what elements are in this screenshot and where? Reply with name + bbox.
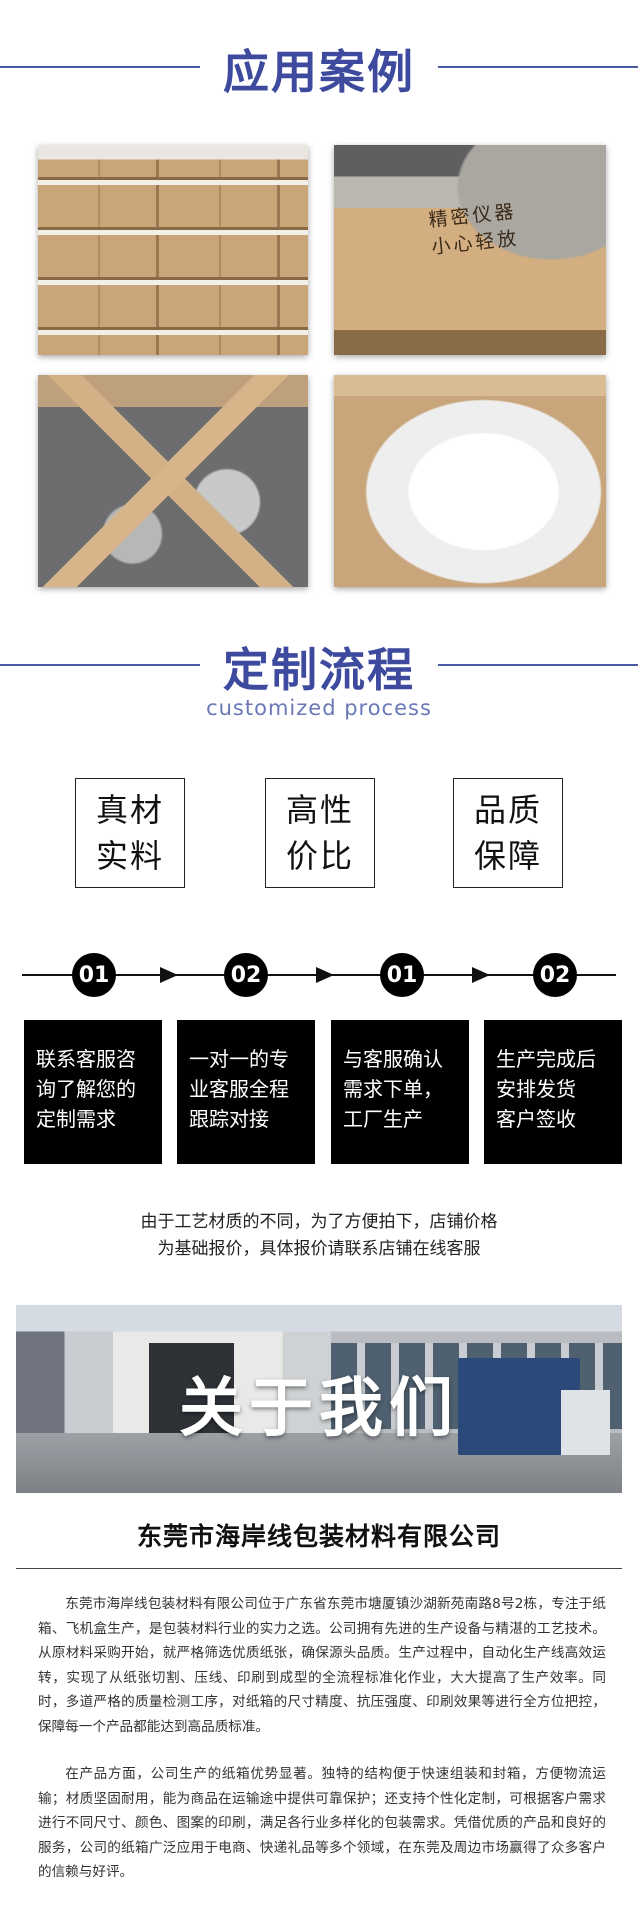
feature-line: 实料 bbox=[95, 837, 164, 875]
step-text-line: 需求下单， bbox=[343, 1077, 443, 1101]
about-banner-photo: 关于我们 bbox=[16, 1305, 622, 1493]
feature-line: 品质 bbox=[473, 791, 542, 829]
case-photo-precision-instrument-box: 精密仪器 小心轻放 bbox=[334, 145, 606, 355]
step-text-line: 工厂生产 bbox=[343, 1107, 423, 1131]
step-text-line: 一对一的专 bbox=[189, 1047, 289, 1071]
arrow-right-icon bbox=[160, 967, 178, 983]
company-name: 东莞市海岸线包装材料有限公司 bbox=[136, 1522, 501, 1551]
cases-heading-line-left bbox=[0, 66, 200, 68]
company-intro-paragraph-2: 在产品方面，公司生产的纸箱优势显著。独特的结构便于快速组装和封箱，方便物流运输；… bbox=[38, 1766, 606, 1880]
about-title: 关于我们 bbox=[179, 1372, 459, 1446]
process-title: 定制流程 bbox=[223, 643, 415, 697]
process-heading-line-right bbox=[438, 664, 638, 666]
feature-line: 真材 bbox=[95, 791, 164, 829]
step-box-delivery: 生产完成后 安排发货 客户签收 bbox=[484, 1020, 622, 1164]
truck-cargo bbox=[458, 1357, 580, 1456]
case-photo-foam-lined-box bbox=[334, 375, 606, 587]
truck-cab bbox=[561, 1389, 610, 1456]
step-text-line: 安排发货 bbox=[496, 1077, 576, 1101]
arrow-right-icon bbox=[472, 967, 490, 983]
step-box-contact-service: 联系客服咨 询了解您的 定制需求 bbox=[24, 1020, 162, 1164]
step-box-one-on-one: 一对一的专 业客服全程 跟踪对接 bbox=[177, 1020, 315, 1164]
company-intro-paragraph-1: 东莞市海岸线包装材料有限公司位于广东省东莞市塘厦镇沙湖新苑南路8号2栋，专注于纸… bbox=[38, 1596, 606, 1735]
step-text-line: 跟踪对接 bbox=[189, 1107, 269, 1131]
step-text-line: 与客服确认 bbox=[343, 1047, 443, 1071]
feature-line: 价比 bbox=[285, 837, 354, 875]
feature-quality-assurance: 品质 保障 bbox=[453, 778, 563, 888]
step-number: 01 bbox=[72, 953, 116, 997]
step-text-line: 业客服全程 bbox=[189, 1077, 289, 1101]
step-box-confirm-order: 与客服确认 需求下单， 工厂生产 bbox=[331, 1020, 469, 1164]
step-text-line: 定制需求 bbox=[36, 1107, 116, 1131]
feature-cost-effective: 高性 价比 bbox=[265, 778, 375, 888]
step-number: 01 bbox=[380, 953, 424, 997]
process-subtitle: customized process bbox=[206, 696, 432, 720]
warehouse-door bbox=[149, 1342, 235, 1433]
cases-title: 应用案例 bbox=[223, 45, 415, 99]
case-photo-honeycomb-dividers bbox=[38, 375, 308, 587]
box-print-text: 精密仪器 小心轻放 bbox=[427, 200, 521, 259]
process-heading-line-left bbox=[0, 664, 200, 666]
step-number: 02 bbox=[224, 953, 268, 997]
step-text-line: 客户签收 bbox=[496, 1107, 576, 1131]
feature-genuine-materials: 真材 实料 bbox=[75, 778, 185, 888]
step-text-line: 生产完成后 bbox=[496, 1047, 596, 1071]
feature-line: 高性 bbox=[285, 791, 354, 829]
feature-line: 保障 bbox=[473, 837, 542, 875]
cases-heading-line-right bbox=[438, 66, 638, 68]
pricing-note-line-2: 为基础报价，具体报价请联系店铺在线客服 bbox=[157, 1239, 481, 1259]
case-photo-stacked-boxes bbox=[38, 145, 308, 355]
pricing-note-line-1: 由于工艺材质的不同，为了方便拍下，店铺价格 bbox=[140, 1212, 498, 1232]
company-divider bbox=[16, 1568, 622, 1569]
step-text-line: 联系客服咨 bbox=[36, 1047, 136, 1071]
arrow-right-icon bbox=[316, 967, 334, 983]
step-number: 02 bbox=[533, 953, 577, 997]
step-text-line: 询了解您的 bbox=[36, 1077, 136, 1101]
